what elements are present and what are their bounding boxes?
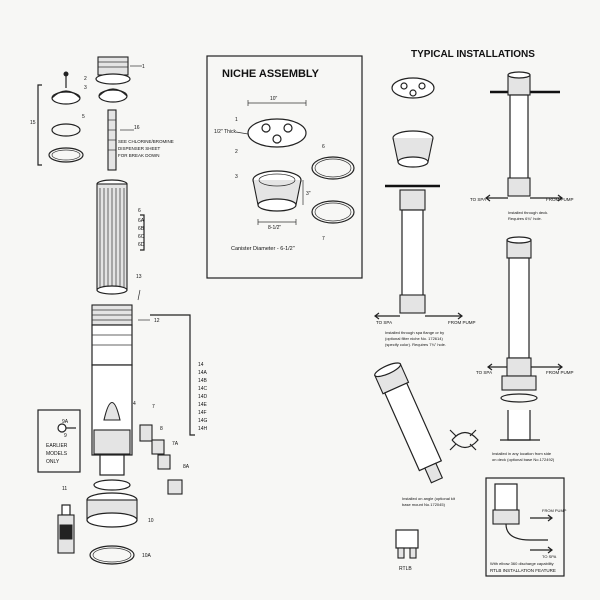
lid-parts — [48, 71, 128, 171]
callout-6: 6 — [138, 208, 141, 214]
dimension-10-inch: 10" — [270, 96, 278, 102]
from-pump-label-2: FROM PUMP — [448, 320, 476, 325]
niche-callout-2: 2 — [235, 149, 238, 155]
rtlb-feature-label: RTLB INSTALLATION FEATURE — [490, 568, 556, 573]
elbow-note: With elbow 360 discharge capability — [490, 561, 554, 566]
canister-body — [91, 304, 133, 491]
niche-o-ring-7 — [311, 200, 355, 224]
callout-14f: 14F — [198, 410, 207, 416]
earlier-models-line-1: EARLIER — [46, 443, 68, 449]
niche-assembly-panel: NICHE ASSEMBLY 10" 1/2" Thick 3" 8-1/2" … — [206, 55, 363, 279]
install-side-location — [487, 236, 563, 403]
callout-12: 12 — [154, 318, 160, 324]
dimension-3-inch: 3" — [306, 191, 311, 197]
callout-9: 9 — [64, 433, 67, 439]
flange-note-line-2: (optional filter niche No. 172614) — [385, 336, 443, 341]
to-spa-label-2: TO SPA — [376, 320, 392, 325]
callout-14h: 14H — [198, 426, 208, 432]
angle-note-line-2: base mount No.172045) — [402, 502, 446, 507]
callout-10: 10 — [148, 518, 154, 524]
niche-assembly-border — [206, 55, 363, 279]
callout-14b: 14B — [198, 378, 208, 384]
side-fittings — [57, 423, 183, 495]
rtlb-fitting — [395, 529, 419, 559]
callout-11: 11 — [62, 486, 67, 492]
callout-13: 13 — [136, 274, 142, 280]
typical-installations-panel: TYPICAL INSTALLATIONS TO SPA FROM PUMP I… — [374, 49, 574, 577]
callout-7: 7 — [152, 404, 155, 410]
angle-note-line-1: Installed on angle (optional kit — [402, 496, 456, 501]
callout-14c: 14C — [198, 386, 208, 392]
base-ring — [86, 492, 138, 565]
callout-6b: 6B — [138, 226, 145, 232]
part-callouts: 1 2 3 4 5 6 7 7A 8 8A 9 9A 10 10A 11 12 … — [30, 64, 208, 559]
rtlb-label: RTLB — [399, 566, 412, 572]
from-pump-label-4: FROM PUMP — [542, 508, 567, 513]
earlier-models-line-2: MODELS — [46, 451, 68, 457]
earlier-models-line-3: ONLY — [46, 459, 60, 465]
niche-callout-1: 1 — [235, 117, 238, 123]
niche-callout-7: 7 — [322, 236, 325, 242]
callout-1: 1 — [142, 64, 145, 70]
exploded-parts-view — [37, 56, 195, 565]
callout-2: 2 — [84, 76, 87, 82]
callout-9a: 9A — [62, 419, 69, 425]
callout-14: 14 — [198, 362, 204, 368]
callout-14g: 14G — [198, 418, 208, 424]
niche-assembly-title: NICHE ASSEMBLY — [222, 68, 320, 80]
callout-7a: 7A — [172, 441, 179, 447]
to-spa-label-1: TO SPA — [470, 197, 486, 202]
install-through-flange — [374, 184, 463, 320]
callout-5: 5 — [82, 114, 85, 120]
callout-6c: 6C — [138, 234, 145, 240]
flange-note-line-1: Installed through spa flange or by — [385, 330, 444, 335]
callout-14d: 14D — [198, 394, 208, 400]
typical-installations-title: TYPICAL INSTALLATIONS — [411, 49, 535, 60]
rtlb-feature-box — [485, 477, 565, 577]
niche-callout-3: 3 — [235, 174, 238, 180]
callout-14e: 14E — [198, 402, 208, 408]
dispenser-note-line-1: SEE CHLORINE/BROMINE — [118, 139, 174, 144]
callout-14a: 14A — [198, 370, 208, 376]
side-note-line-2: on deck (optional base No.172492) — [492, 457, 555, 462]
niche-cup — [252, 170, 302, 212]
callout-6a: 6A — [138, 218, 145, 224]
canister-diameter-label: Canister Diameter - 6-1/2" — [231, 246, 295, 252]
filter-cartridge — [96, 179, 128, 295]
deck-note-line-1: Installed through deck. — [508, 210, 548, 215]
side-note-line-1: Installed in any location from side — [492, 451, 552, 456]
flange-note-line-3: (specify color). Requires 7¾" hole. — [385, 342, 446, 347]
niche-o-ring-6 — [311, 156, 355, 180]
dimension-half-inch-thick: 1/2" Thick — [214, 129, 236, 135]
callout-4: 4 — [133, 401, 136, 407]
callout-3: 3 — [84, 85, 87, 91]
callout-16: 16 — [134, 125, 140, 131]
dimension-8-half-inch: 8-1/2" — [268, 225, 281, 231]
install-through-deck — [485, 71, 563, 202]
bottle — [57, 504, 75, 554]
callout-15: 15 — [30, 120, 36, 126]
earlier-models-box — [37, 409, 81, 473]
dispenser-note-line-2: DISPENSER SHEET — [118, 146, 161, 151]
from-pump-label-3: FROM PUMP — [546, 370, 574, 375]
callout-8a: 8A — [183, 464, 190, 470]
callout-10a: 10A — [142, 553, 152, 559]
top-cap — [95, 56, 131, 85]
install-angled — [374, 362, 444, 484]
callout-6d: 6D — [138, 242, 145, 248]
to-spa-label-4: TO SPA — [542, 554, 557, 559]
callout-8: 8 — [160, 426, 163, 432]
dispenser-note-line-3: FOR BREAK DOWN — [118, 153, 160, 158]
from-pump-label-1: FROM PUMP — [546, 197, 574, 202]
to-spa-label-3: TO SPA — [476, 370, 492, 375]
niche-callout-6: 6 — [322, 144, 325, 150]
deck-note-line-2: Requires 6¾" hole. — [508, 216, 542, 221]
